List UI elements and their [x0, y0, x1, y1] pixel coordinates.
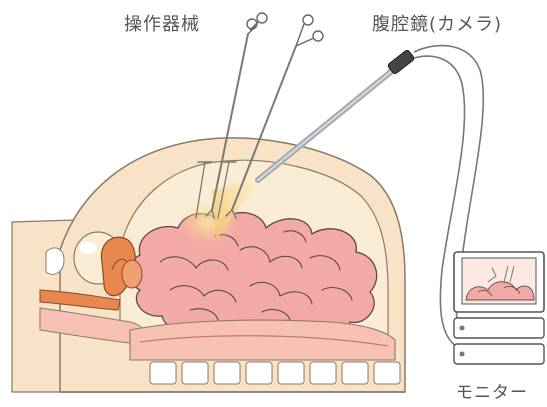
- pubic-bone: [46, 248, 64, 275]
- laparoscope-camera-icon: [387, 49, 415, 74]
- vertebra: [310, 362, 336, 384]
- ovary: [122, 260, 142, 288]
- vertebra: [246, 362, 272, 384]
- vertebra: [214, 362, 240, 384]
- label-monitor: モニター: [456, 378, 528, 403]
- vertebra: [342, 362, 368, 384]
- monitor-icon: [454, 252, 544, 364]
- back-muscle: [130, 320, 395, 360]
- vertebra: [150, 362, 176, 384]
- intestines: [129, 213, 377, 338]
- vertebra: [182, 362, 208, 384]
- scissors-icon: [296, 15, 323, 46]
- vertebra: [278, 362, 304, 384]
- label-laparoscope-camera: 腹腔鏡(カメラ): [372, 10, 502, 36]
- scissors-icon: [247, 13, 267, 34]
- monitor-unit-2: [454, 344, 544, 364]
- vertebra: [374, 362, 400, 384]
- monitor-unit-1: [454, 318, 544, 338]
- label-operating-instruments: 操作器械: [124, 10, 200, 36]
- intestine-mass: [129, 213, 377, 338]
